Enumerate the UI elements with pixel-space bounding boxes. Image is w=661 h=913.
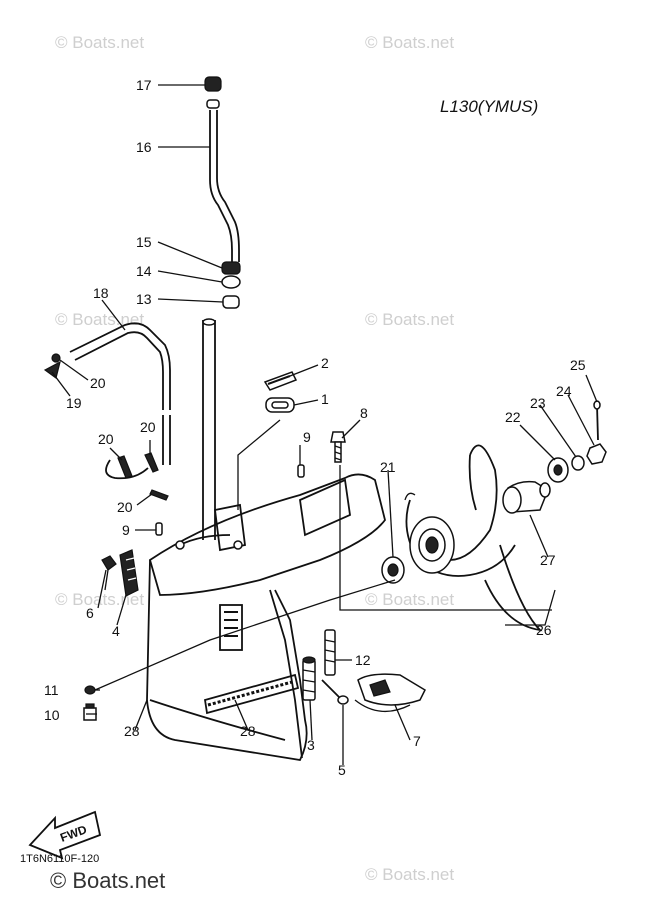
part-15-grommet[interactable] — [221, 261, 241, 275]
watermark-text: © Boats.net — [365, 590, 454, 609]
part-13-grommet[interactable] — [222, 295, 240, 309]
callout-26: 26 — [536, 622, 552, 638]
leader-lines — [51, 84, 598, 765]
callout-28: 28 — [240, 723, 256, 739]
watermark-text: © Boats.net — [55, 310, 144, 329]
part-23-washer[interactable] — [571, 455, 585, 471]
callout-10: 10 — [44, 707, 60, 723]
footer-watermark: © Boats.net — [50, 868, 165, 893]
callout-20: 20 — [90, 375, 106, 391]
callout-17: 17 — [136, 77, 152, 93]
callout-9: 9 — [303, 429, 311, 445]
callout-16: 16 — [136, 139, 152, 155]
part-5-screw[interactable] — [321, 679, 349, 705]
callout-20: 20 — [140, 419, 156, 435]
part-4-anode[interactable] — [119, 549, 139, 597]
part-10-plug[interactable] — [83, 703, 97, 721]
callout-21: 21 — [380, 459, 396, 475]
callout-1: 1 — [321, 391, 329, 407]
part-16-water-pipe[interactable] — [209, 110, 240, 262]
lower-unit-housing[interactable] — [146, 318, 386, 761]
part-14-seal[interactable] — [221, 275, 241, 289]
part-11-gasket[interactable] — [84, 685, 96, 695]
callout-5: 5 — [338, 762, 346, 778]
callout-4: 4 — [112, 623, 120, 639]
part-25-cotter-pin[interactable] — [593, 400, 601, 441]
part-7-trim-tab[interactable] — [354, 673, 426, 712]
watermark-text: © Boats.net — [365, 865, 454, 884]
callout-13: 13 — [136, 291, 152, 307]
diagram-code: 1T6N6110F-120 — [20, 853, 99, 865]
callout-20: 20 — [98, 431, 114, 447]
part-1-seal[interactable] — [265, 397, 295, 413]
callout-12: 12 — [355, 652, 371, 668]
part-26-propeller[interactable] — [404, 444, 543, 632]
callout-18: 18 — [93, 285, 109, 301]
callout-24: 24 — [556, 383, 572, 399]
model-title: L130(YMUS) — [440, 97, 538, 116]
callout-14: 14 — [136, 263, 152, 279]
part-6-bolt[interactable] — [101, 555, 117, 591]
callout-6: 6 — [86, 605, 94, 621]
part-18-hose[interactable] — [69, 322, 171, 465]
callout-22: 22 — [505, 409, 521, 425]
part-19-clip[interactable] — [43, 353, 61, 380]
part-21-seal[interactable] — [381, 556, 405, 584]
callout-28: 28 — [124, 723, 140, 739]
part-3-bolt[interactable] — [302, 656, 316, 701]
part-20-clamp[interactable] — [105, 452, 169, 501]
callout-3: 3 — [307, 737, 315, 753]
part-17-grommet[interactable] — [204, 76, 222, 109]
callout-23: 23 — [530, 395, 546, 411]
watermark-text: © Boats.net — [365, 33, 454, 52]
watermark-text: © Boats.net — [365, 310, 454, 329]
callout-8: 8 — [360, 405, 368, 421]
part-9-pin[interactable] — [155, 464, 305, 536]
callout-7: 7 — [413, 733, 421, 749]
fwd-arrow: FWD — [28, 810, 102, 860]
callout-20: 20 — [117, 499, 133, 515]
callout-9: 9 — [122, 522, 130, 538]
callout-25: 25 — [570, 357, 586, 373]
part-8-bolt[interactable] — [330, 431, 346, 463]
part-22-washer[interactable] — [547, 457, 569, 483]
part-2-seal[interactable] — [263, 371, 298, 391]
callout-19: 19 — [66, 395, 82, 411]
watermark-layer: © Boats.net © Boats.net © Boats.net © Bo… — [55, 33, 454, 884]
part-27-spacer[interactable] — [502, 480, 551, 514]
callout-27: 27 — [540, 552, 556, 568]
callout-11: 11 — [44, 682, 59, 698]
part-12-stud[interactable] — [324, 629, 336, 676]
watermark-text: © Boats.net — [55, 33, 144, 52]
callout-2: 2 — [321, 355, 329, 371]
callout-15: 15 — [136, 234, 152, 250]
callout-labels: 17 16 15 14 13 18 20 19 20 20 20 9 6 4 1… — [44, 77, 586, 778]
part-24-nut[interactable] — [586, 443, 607, 465]
